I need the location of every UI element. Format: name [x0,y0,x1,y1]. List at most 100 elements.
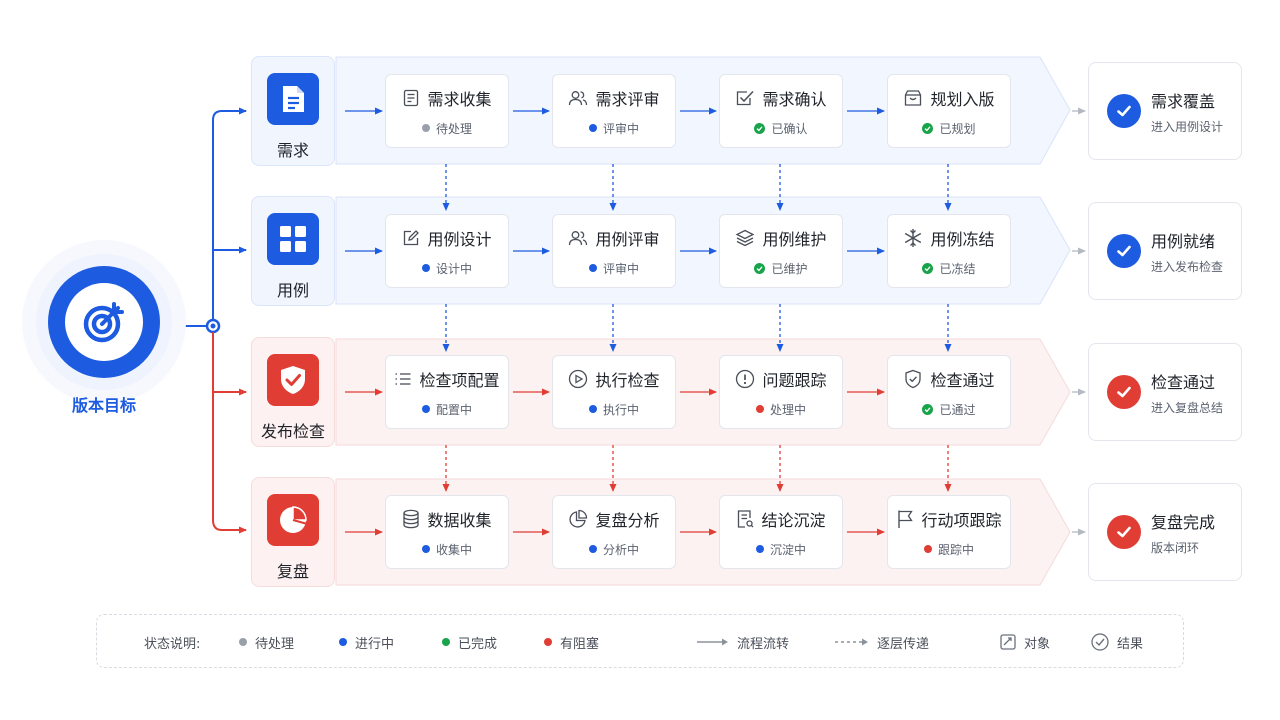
process-step-card[interactable]: 需求收集待处理 [385,74,509,148]
users-icon [568,229,588,247]
result-card[interactable]: 复盘完成版本闭环 [1088,483,1242,581]
done-check-icon [922,122,934,134]
object-icon [1000,634,1016,650]
result-title: 需求覆盖 [1151,91,1216,111]
layers-icon [735,229,755,247]
step-status: 收集中 [421,541,472,558]
shield-icon [903,369,923,389]
step-status-text: 配置中 [435,402,472,417]
step-title: 数据收集 [427,510,492,530]
result-subtitle: 版本闭环 [1151,540,1200,555]
step-status: 评审中 [588,260,639,277]
step-status: 评审中 [588,120,639,137]
process-step-card[interactable]: 用例冻结已冻结 [887,214,1011,288]
pie-icon [267,494,319,546]
step-title: 用例冻结 [930,229,995,249]
process-step-card[interactable]: 检查项配置配置中 [385,355,509,429]
process-step-card[interactable]: 需求评审评审中 [552,74,676,148]
process-step-card[interactable]: 执行检查执行中 [552,355,676,429]
step-status-text: 评审中 [602,121,639,136]
process-step-card[interactable]: 需求确认已确认 [719,74,843,148]
process-step-card[interactable]: 结论沉淀沉淀中 [719,495,843,569]
result-card[interactable]: 需求覆盖进入用例设计 [1088,62,1242,160]
step-status: 分析中 [588,541,639,558]
lane-label-card[interactable]: 用例 [251,196,335,306]
result-check-icon [1107,375,1141,409]
solid-arrow-icon [697,638,728,646]
status-dot [421,405,430,413]
process-step-card[interactable]: 用例评审评审中 [552,214,676,288]
result-card[interactable]: 检查通过进入复盘总结 [1088,343,1242,441]
step-status: 待处理 [421,120,472,137]
step-status-text: 收集中 [435,542,472,557]
step-title: 需求收集 [427,89,492,109]
branch-to-review [212,332,247,534]
status-dot [588,405,597,413]
legend-title: 状态说明: [144,636,201,652]
result-card[interactable]: 用例就绪进入发布检查 [1088,202,1242,300]
step-status: 已确认 [754,120,808,137]
lane-name: 用例 [276,281,309,300]
step-title: 检查项配置 [419,370,500,390]
done-check-icon [754,262,766,274]
process-step-card[interactable]: 复盘分析分析中 [552,495,676,569]
dashed-arrow-icon [835,638,868,646]
legend-blocked: 有阻塞 [544,615,599,669]
version-target-node[interactable] [48,266,160,378]
branch-to-demand [212,107,247,320]
process-step-card[interactable]: 检查通过已通过 [887,355,1011,429]
step-title: 执行检查 [595,370,660,390]
status-dot [421,264,430,272]
legend-result: 结果 [1091,615,1143,669]
branch-to-case [212,246,247,320]
process-step-card[interactable]: 数据收集收集中 [385,495,509,569]
step-status: 配置中 [421,401,472,418]
step-status-text: 执行中 [602,402,639,417]
step-status: 执行中 [588,401,639,418]
version-target-label: 版本目标 [71,396,136,415]
pie-small-icon [568,509,588,529]
step-status-text: 待处理 [435,121,472,136]
step-status: 跟踪中 [923,541,974,558]
edit-icon [402,229,420,247]
step-status-text: 评审中 [602,261,639,276]
process-step-card[interactable]: 问题跟踪处理中 [719,355,843,429]
status-dot [755,545,764,553]
step-title: 用例设计 [427,229,492,249]
step-status-text: 跟踪中 [937,542,974,557]
process-step-card[interactable]: 规划入版已规划 [887,74,1011,148]
process-step-card[interactable]: 行动项跟踪跟踪中 [887,495,1011,569]
result-check-icon [1091,633,1109,651]
form-icon [402,89,420,107]
list-icon [394,370,412,388]
result-check-icon [1107,94,1141,128]
step-status-text: 分析中 [602,542,639,557]
process-step-card[interactable]: 用例设计设计中 [385,214,509,288]
checkbox-icon [735,89,755,107]
play-icon [568,369,588,389]
step-status-text: 已维护 [771,261,808,276]
step-status: 已维护 [754,260,808,277]
snowflake-icon [903,228,923,248]
result-check-icon [1107,234,1141,268]
process-step-card[interactable]: 用例维护已维护 [719,214,843,288]
document-icon [267,73,319,125]
lane-label-card[interactable]: 复盘 [251,477,335,587]
legend-done: 已完成 [442,615,497,669]
step-title: 用例评审 [595,229,660,249]
step-status-text: 已冻结 [939,261,976,276]
lane-label-card[interactable]: 需求 [251,56,335,166]
result-check-icon [1107,515,1141,549]
step-title: 需求评审 [595,89,660,109]
lane-name: 复盘 [276,562,309,581]
legend-object: 对象 [1000,615,1050,669]
legend-pending: 待处理 [239,615,294,669]
step-title: 复盘分析 [595,510,660,530]
lane-label-card[interactable]: 发布检查 [251,337,335,447]
status-dot [421,545,430,553]
users-icon [568,89,588,107]
step-title: 结论沉淀 [761,510,826,530]
result-title: 检查通过 [1151,372,1216,392]
legend-progress: 进行中 [339,615,394,669]
step-title: 行动项跟踪 [921,510,1002,530]
